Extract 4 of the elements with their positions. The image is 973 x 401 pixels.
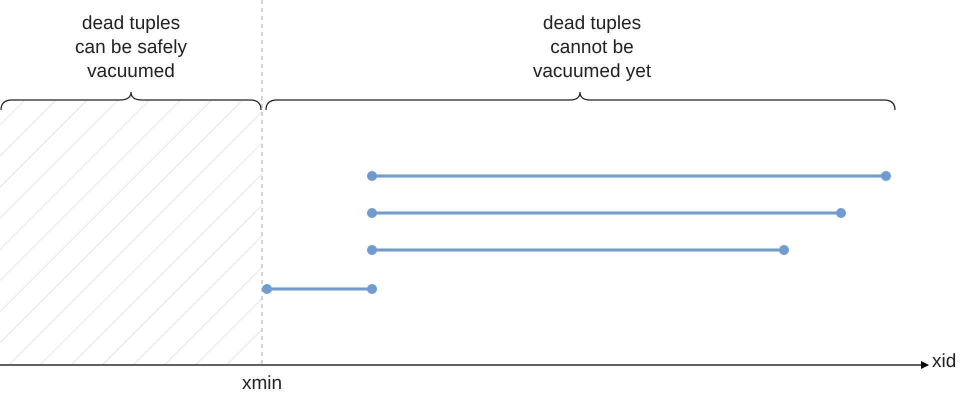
axis-label: xid	[932, 350, 958, 374]
bracket-note: dead tuples cannot be vacuumed yet	[532, 12, 652, 84]
axis-label: xmin	[240, 372, 284, 396]
bracket-note: dead tuples can be safely vacuumed	[74, 12, 188, 84]
